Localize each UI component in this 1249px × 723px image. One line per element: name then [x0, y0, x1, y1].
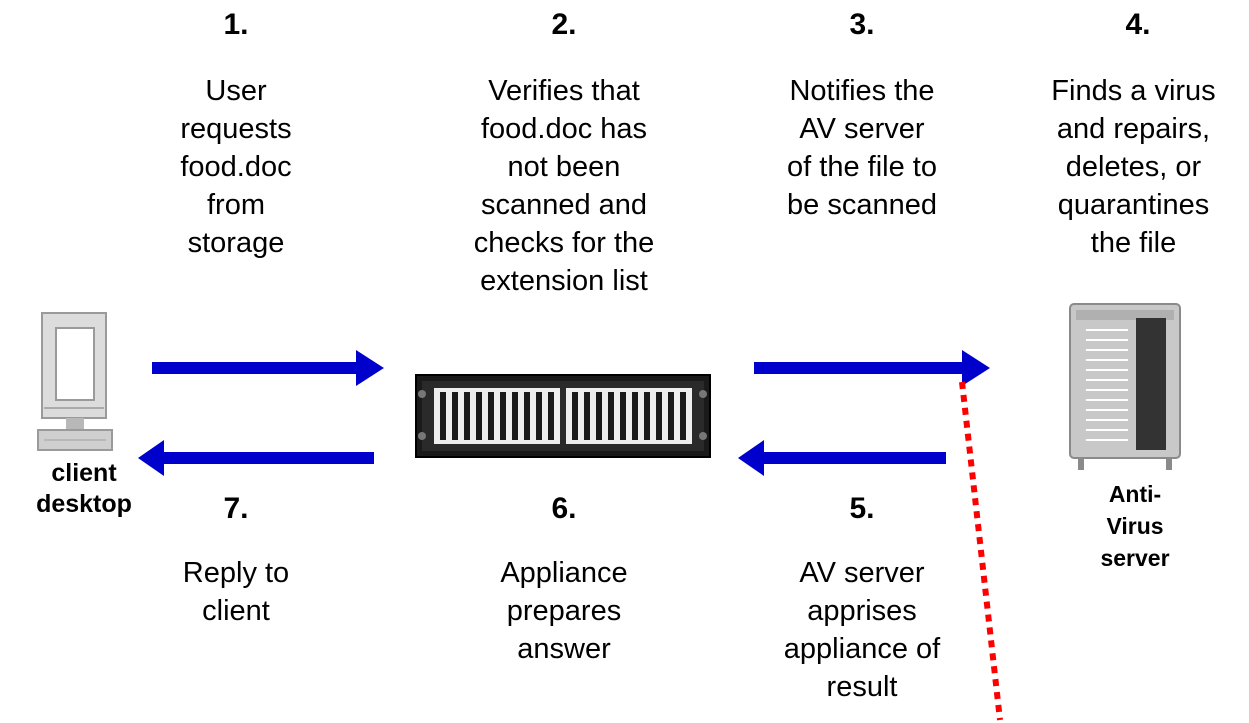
arrow-av-to-appliance — [738, 440, 946, 476]
client-desktop-label: client desktop — [36, 459, 132, 518]
client-desktop-icon — [37, 312, 113, 451]
step-5-number: 5. — [849, 492, 875, 525]
step-6-number: 6. — [551, 492, 577, 525]
arrow-appliance-to-av — [754, 350, 990, 386]
step-4-number: 4. — [1125, 8, 1151, 41]
red-dotted-line — [959, 381, 1003, 721]
arrows — [138, 350, 990, 476]
step-4-text: Finds a virus and repairs, deletes, or q… — [1051, 75, 1216, 259]
step-1-text: User requests food.doc from storage — [180, 75, 292, 259]
step-2-number: 2. — [551, 8, 577, 41]
step-2-text: Verifies that food.doc has not been scan… — [473, 75, 655, 297]
step-3-number: 3. — [849, 8, 875, 41]
arrow-client-to-appliance — [152, 350, 384, 386]
appliance-icon — [415, 374, 711, 458]
av-server-label: Anti- Virus server — [1100, 481, 1170, 571]
arrow-appliance-to-client — [138, 440, 374, 476]
step-5-text: AV server apprises appliance of result — [783, 557, 941, 703]
step-1-number: 1. — [223, 8, 249, 41]
step-7-number: 7. — [223, 492, 249, 525]
step-6-text: Appliance prepares answer — [500, 557, 628, 665]
step-7-text: Reply to client — [182, 557, 290, 627]
step-3-text: Notifies the AV server of the file to be… — [787, 75, 937, 221]
av-server-icon — [1069, 303, 1181, 470]
